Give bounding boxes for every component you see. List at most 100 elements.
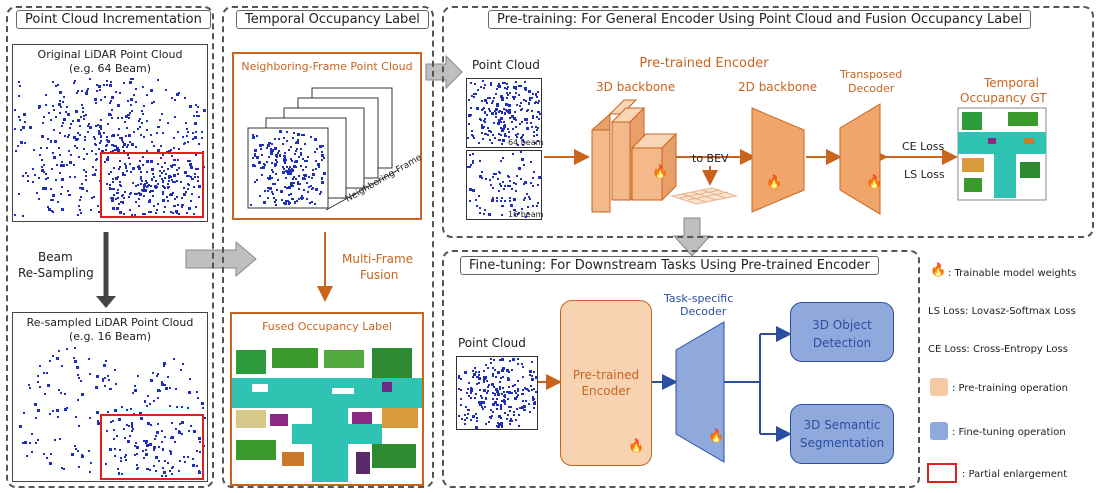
point-cloud-dot [497,170,500,173]
point-cloud-dot [287,201,290,204]
point-cloud-dot [504,103,508,107]
point-cloud-dot [138,159,141,162]
point-cloud-dot [94,173,97,176]
point-cloud-dot [535,133,538,136]
point-cloud-dot [275,189,278,192]
point-cloud-dot [497,190,500,193]
point-cloud-dot [39,385,42,388]
point-cloud-dot [509,405,512,408]
point-cloud-dot [157,460,160,462]
point-cloud-dot [501,204,504,207]
point-cloud-dot [122,194,125,197]
point-cloud-dot [283,152,286,155]
point-cloud-dot [42,164,45,167]
point-cloud-dot [531,184,534,187]
point-cloud-dot [507,184,510,187]
point-cloud-dot [118,183,121,186]
point-cloud-dot [537,110,540,113]
point-cloud-dot [478,382,481,385]
point-cloud-dot [159,174,162,177]
point-cloud-dot [114,90,117,93]
point-cloud-dot [180,368,183,371]
point-cloud-dot [465,417,468,420]
point-cloud-dot [262,162,265,165]
point-cloud-dot [73,144,76,147]
point-cloud-dot [519,151,522,154]
point-cloud-dot [495,88,498,91]
point-cloud-dot [530,121,533,124]
point-cloud-dot [522,143,525,146]
point-cloud-dot [268,155,271,158]
point-cloud-dot [99,134,102,137]
point-cloud-dot [119,166,122,169]
point-cloud-dot [503,108,506,111]
point-cloud-dot [127,134,131,138]
point-cloud-dot [150,134,153,137]
point-cloud-dot [83,157,86,160]
point-cloud-dot [471,369,474,372]
point-cloud-dot [177,429,180,432]
point-cloud-dot [164,384,167,387]
point-cloud-dot [92,173,95,176]
point-cloud-dot [467,408,470,411]
point-cloud-dot [157,202,160,205]
point-cloud-dot [117,202,120,205]
point-cloud-dot [143,457,146,460]
point-cloud-dot [195,103,198,106]
point-cloud-dot [156,374,159,377]
point-cloud-dot [472,153,475,156]
point-cloud-dot [471,162,474,165]
point-cloud-dot [187,174,190,177]
point-cloud-dot [182,187,185,190]
point-cloud-dot [128,162,131,165]
point-cloud-dot [187,430,190,433]
point-cloud-dot [28,441,31,444]
point-cloud-dot [62,121,65,124]
point-cloud-dot [479,118,482,121]
point-cloud-dot [76,398,79,401]
point-cloud-dot [266,196,269,199]
point-cloud-dot [162,447,165,450]
point-cloud-dot [95,385,99,389]
point-cloud-dot [111,134,115,138]
point-cloud-dot [260,153,263,156]
point-cloud-dot [290,197,293,200]
point-cloud-dot [484,396,487,399]
point-cloud-dot [144,213,147,216]
point-cloud-dot [64,135,67,138]
point-cloud-dot [532,93,535,96]
point-cloud-dot [166,182,169,185]
point-cloud-dot [78,205,81,208]
point-cloud-dot [483,370,486,373]
point-cloud-dot [531,125,534,128]
point-cloud-dot [129,192,132,195]
point-cloud-dot [195,449,198,452]
point-cloud-dot [479,211,482,214]
point-cloud-dot [117,468,120,471]
point-cloud-dot [69,193,72,196]
point-cloud-dot [85,152,88,155]
point-cloud-dot [72,135,76,139]
point-cloud-dot [110,134,113,137]
point-cloud-dot [99,139,102,142]
point-cloud-dot [112,143,115,146]
point-cloud-dot [481,137,484,140]
point-cloud-dot [145,180,148,183]
point-cloud-dot [107,379,110,382]
point-cloud-dot [536,95,539,98]
point-cloud-dot [515,91,518,94]
point-cloud-dot [484,133,487,136]
point-cloud-dot [113,428,116,431]
point-cloud-dot [282,142,285,145]
point-cloud-dot [506,391,509,394]
point-cloud-dot [264,189,267,192]
point-cloud-dot [108,101,111,104]
point-cloud-dot [130,109,133,112]
point-cloud-dot [98,88,101,91]
point-cloud-dot [147,422,151,426]
point-cloud-dot [180,405,183,408]
legend-flame-icon: 🔥 [930,263,947,278]
point-cloud-dot [61,185,64,188]
point-cloud-dot [286,165,289,168]
point-cloud-dot [465,392,468,395]
